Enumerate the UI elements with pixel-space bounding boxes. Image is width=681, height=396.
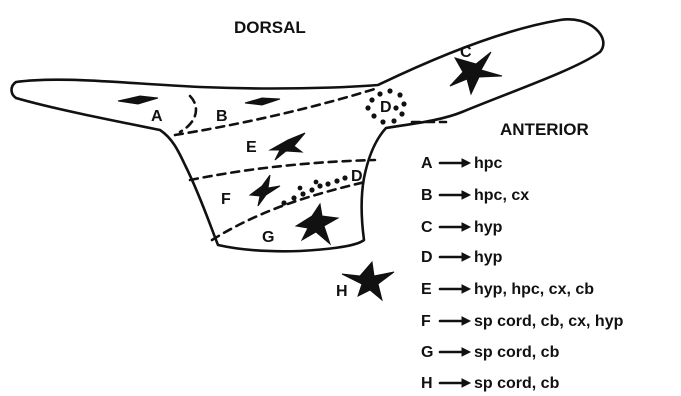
arrowhead-icon [462, 191, 470, 199]
region-h-label: H [336, 283, 348, 300]
cell-h-icon [342, 262, 394, 300]
boundary-b-e [175, 88, 378, 135]
region-d-upper-label: D [380, 99, 392, 116]
legend-key-h: H [421, 375, 433, 392]
legend-key-c: C [421, 219, 433, 236]
legend-targets-g: sp cord, cb [474, 344, 560, 361]
dorsal-label: DORSAL [234, 18, 306, 37]
cell-f-icon [250, 175, 280, 206]
legend-targets-d: hyp [474, 249, 503, 266]
region-b-label: B [216, 108, 228, 125]
region-e-label: E [246, 139, 257, 156]
arrowhead-icon [462, 285, 470, 293]
cell-e-icon [270, 133, 305, 160]
region-g-label: G [262, 229, 274, 246]
cell-a-icon [118, 96, 158, 104]
legend-key-d: D [421, 249, 433, 266]
cell-b-icon [245, 98, 280, 105]
cell-g-icon [296, 204, 338, 244]
region-f-label: F [221, 191, 231, 208]
legend: A hpc B hpc, cx C hyp D hyp E hyp, hpc, … [421, 155, 624, 392]
region-c-label: C [460, 44, 472, 61]
legend-key-e: E [421, 281, 432, 298]
arrowhead-icon [462, 317, 470, 325]
arrowhead-icon [462, 223, 470, 231]
region-d-lower-label: D [351, 168, 363, 185]
legend-key-f: F [421, 313, 431, 330]
legend-targets-b: hpc, cx [474, 187, 529, 204]
legend-targets-c: hyp [474, 219, 503, 236]
arrowhead-icon [462, 348, 470, 356]
legend-targets-a: hpc [474, 155, 503, 172]
cell-c-icon [450, 52, 502, 94]
legend-key-g: G [421, 344, 433, 361]
arrowhead-icon [462, 253, 470, 261]
arrowhead-icon [462, 159, 470, 167]
anterior-label: ANTERIOR [500, 120, 589, 139]
boundary-f-g [212, 182, 365, 240]
legend-targets-f: sp cord, cb, cx, hyp [474, 313, 624, 330]
cluster-d-lower [281, 175, 347, 205]
region-a-label: A [151, 108, 163, 125]
legend-key-a: A [421, 155, 433, 172]
legend-targets-h: sp cord, cb [474, 375, 560, 392]
legend-targets-e: hyp, hpc, cx, cb [474, 281, 594, 298]
legend-key-b: B [421, 187, 433, 204]
arrowhead-icon [462, 379, 470, 387]
boundary-a-b [180, 96, 196, 132]
